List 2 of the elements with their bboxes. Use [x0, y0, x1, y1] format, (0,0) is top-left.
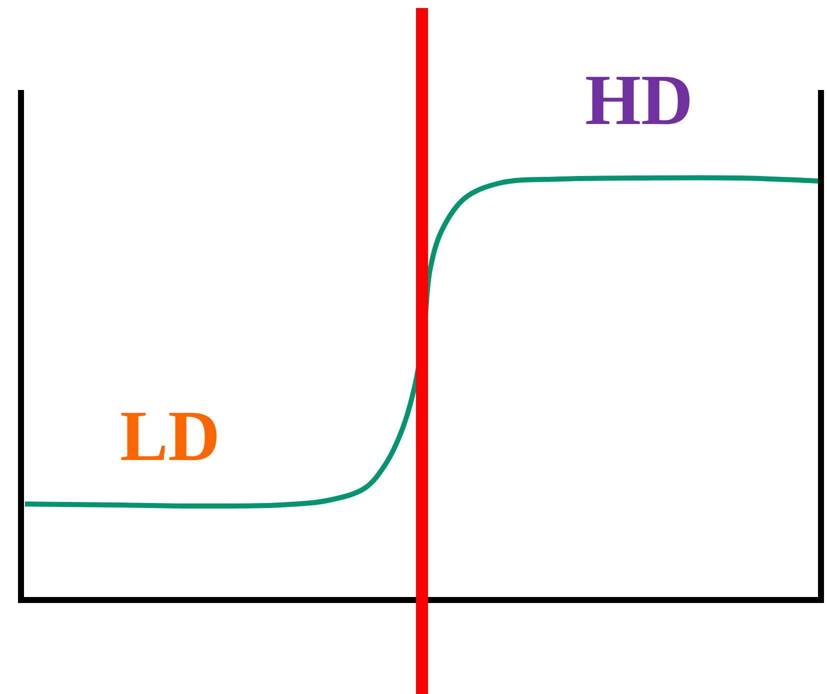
phase-label: LD — [120, 400, 220, 472]
phase-label: HD — [585, 64, 693, 136]
